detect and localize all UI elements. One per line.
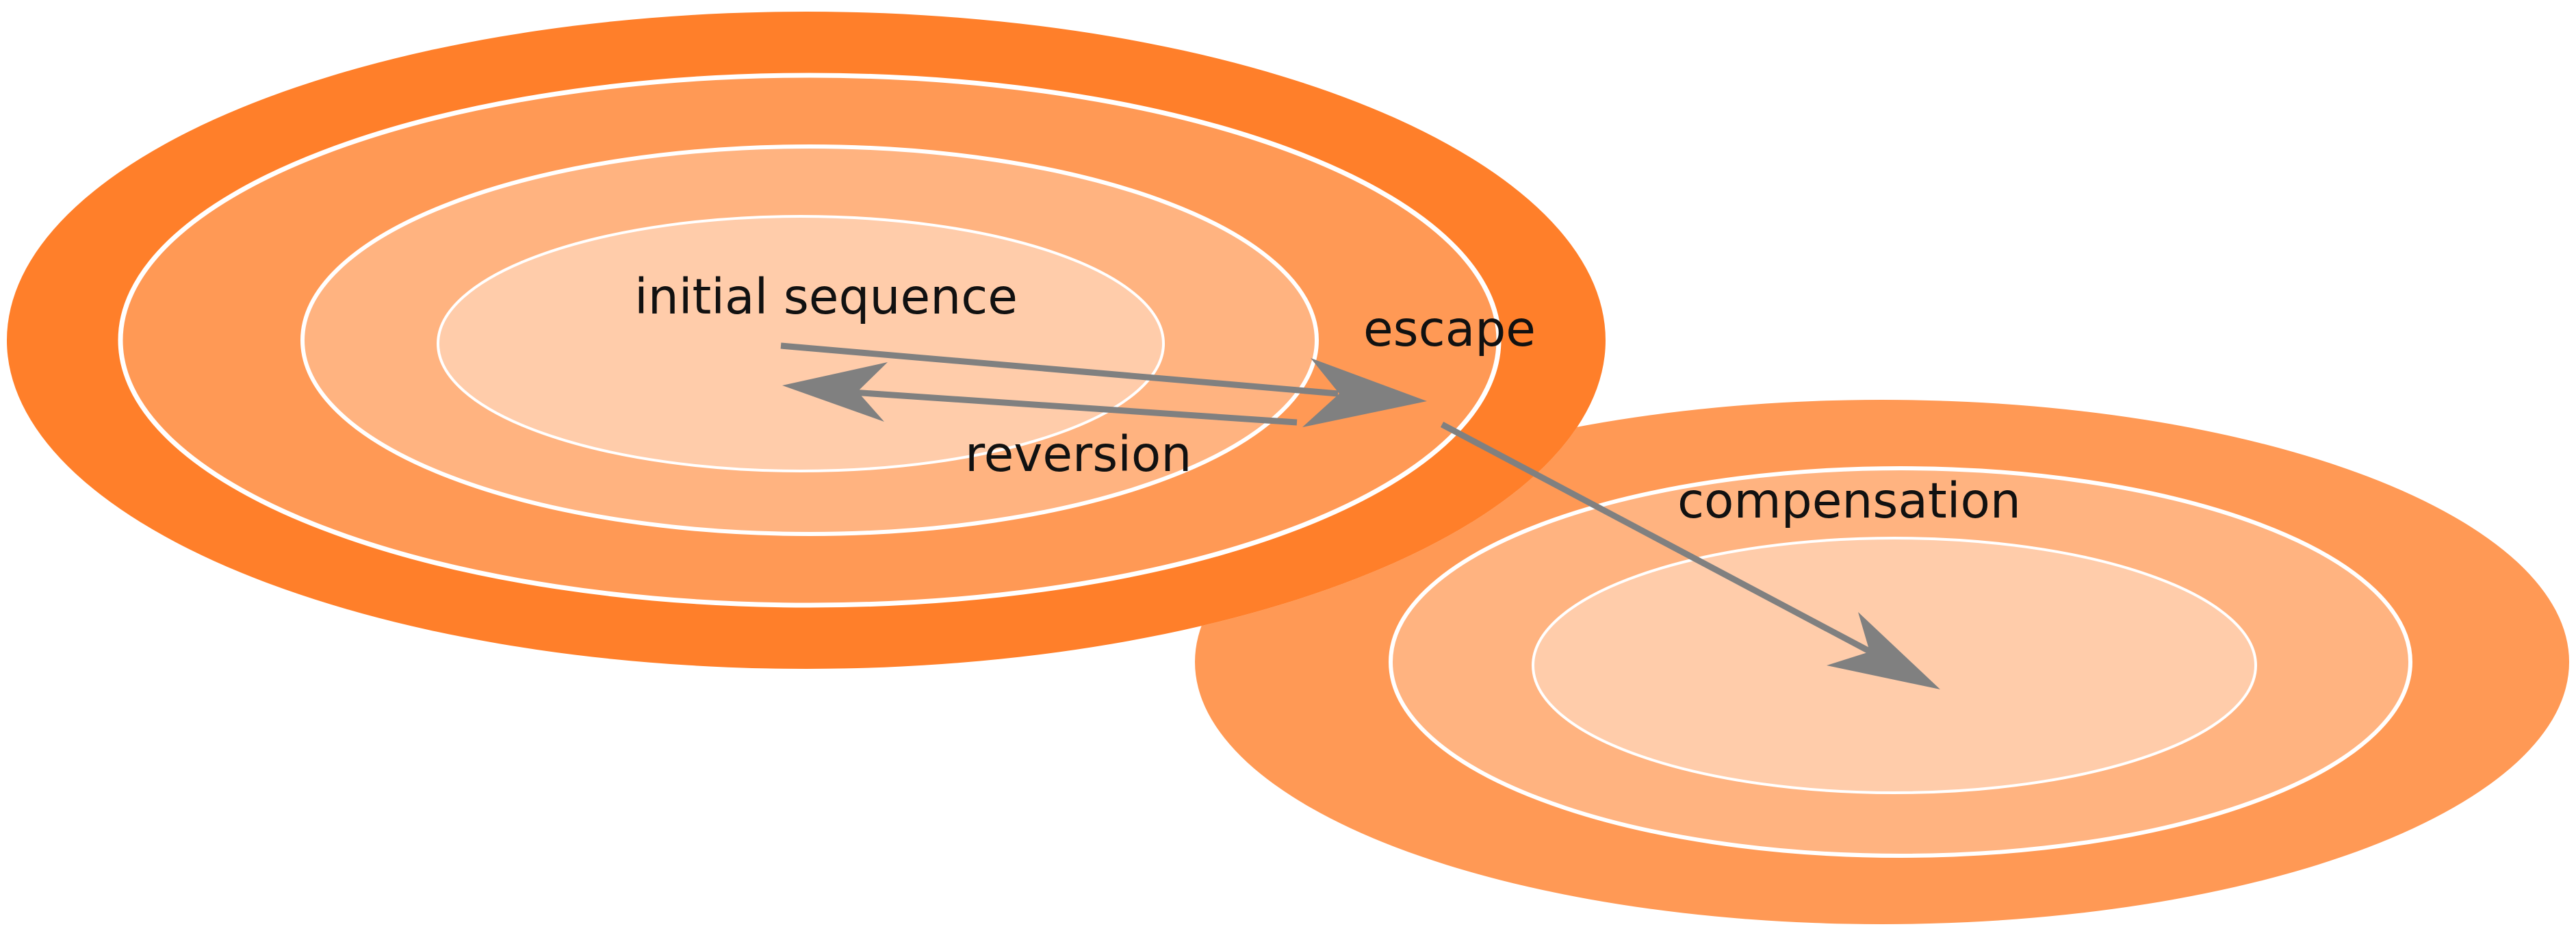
label-escape: escape bbox=[1363, 301, 1536, 357]
compensation-arrow-shaft bbox=[1440, 422, 1874, 655]
escape-arrowhead bbox=[1302, 358, 1427, 427]
escape-arrow-shaft bbox=[780, 342, 1339, 397]
label-compensation: compensation bbox=[1677, 472, 2021, 529]
label-reversion: reversion bbox=[965, 426, 1192, 483]
reversion-arrow-shaft bbox=[851, 389, 1298, 426]
initial-ring-core bbox=[437, 215, 1165, 472]
labels: initial sequence escape reversion compen… bbox=[634, 268, 2021, 529]
arrows bbox=[780, 342, 1940, 689]
compensation-arrowhead bbox=[1827, 612, 1940, 689]
initial-basin bbox=[7, 12, 1606, 669]
reversion-arrowhead bbox=[782, 362, 888, 422]
label-initial-sequence: initial sequence bbox=[634, 268, 1018, 325]
